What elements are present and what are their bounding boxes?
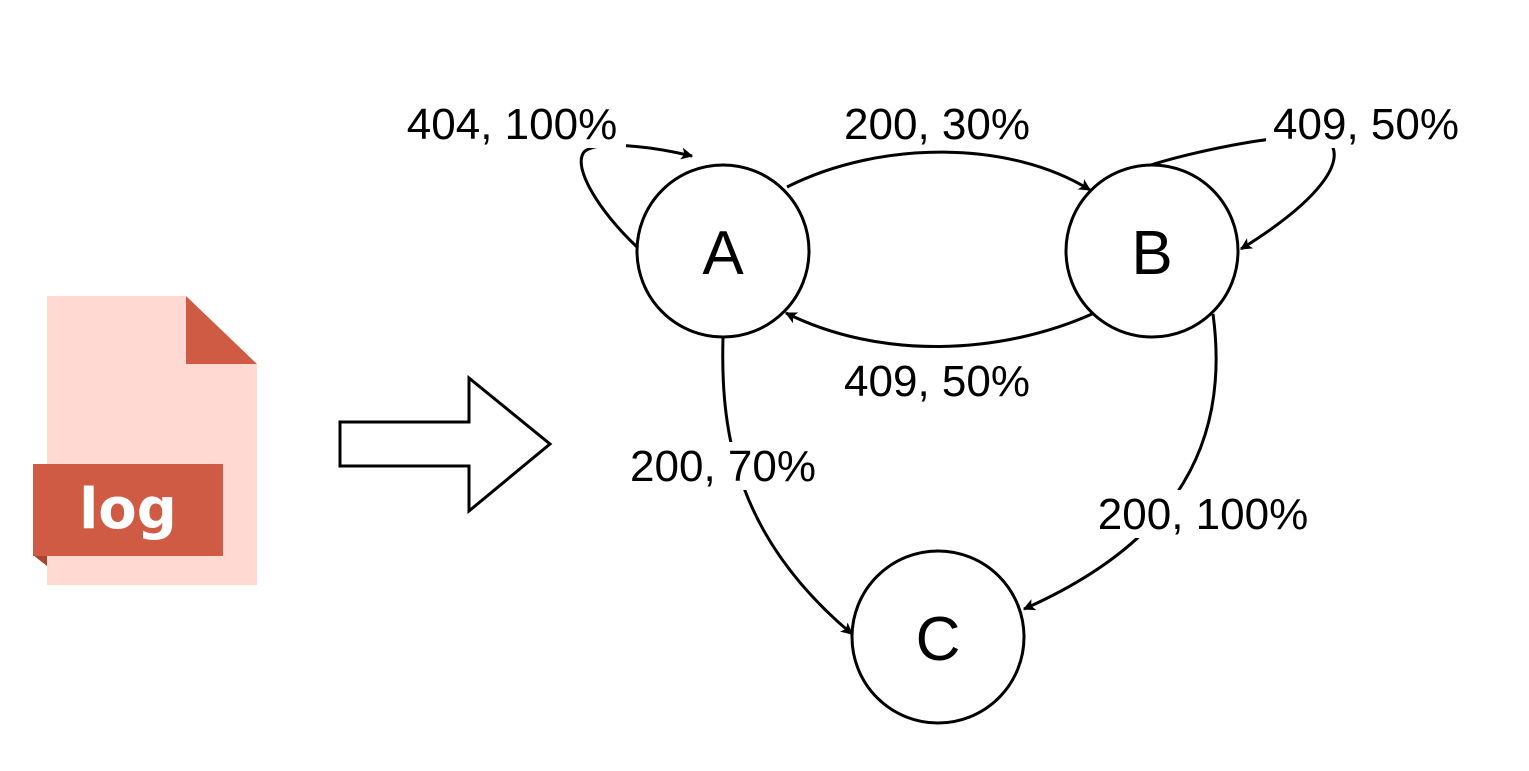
edge-b-to-c — [1022, 313, 1218, 611]
right-arrow-icon — [338, 374, 553, 515]
edge-label-bg-b-self-loop — [1266, 100, 1466, 148]
log-file-banner — [33, 464, 223, 556]
edge-b-to-a — [784, 311, 1093, 348]
edge-label-bg-a-to-c — [622, 442, 824, 490]
log-file-banner-shadow — [33, 555, 47, 566]
edge-label-b-to-a: 409, 50% — [844, 357, 1030, 406]
edge-a-to-b — [786, 150, 1092, 192]
log-file-icon: log — [33, 296, 257, 585]
node-b-label: B — [1131, 219, 1172, 288]
edge-label-bg-b-to-c — [1089, 490, 1317, 538]
log-file-label: log — [79, 477, 177, 542]
log-file-fold — [186, 296, 257, 364]
node-a: A — [635, 163, 811, 339]
edge-label-a-to-c: 200, 70% — [630, 442, 816, 491]
node-a-label: A — [702, 219, 744, 288]
node-c-circle — [850, 549, 1026, 725]
node-c: C — [850, 549, 1026, 725]
edge-a-self-loop — [579, 143, 694, 250]
node-b-circle — [1064, 163, 1240, 339]
edge-label-a-self-loop: 404, 100% — [407, 100, 617, 149]
edge-label-a-to-b: 200, 30% — [844, 100, 1030, 149]
node-c-label: C — [916, 605, 961, 674]
edge-label-b-to-c: 200, 100% — [1098, 490, 1308, 539]
node-a-circle — [635, 163, 811, 339]
node-b: B — [1064, 163, 1240, 339]
edge-label-b-self-loop: 409, 50% — [1273, 100, 1459, 149]
edge-label-bg-a-self-loop — [398, 100, 626, 148]
